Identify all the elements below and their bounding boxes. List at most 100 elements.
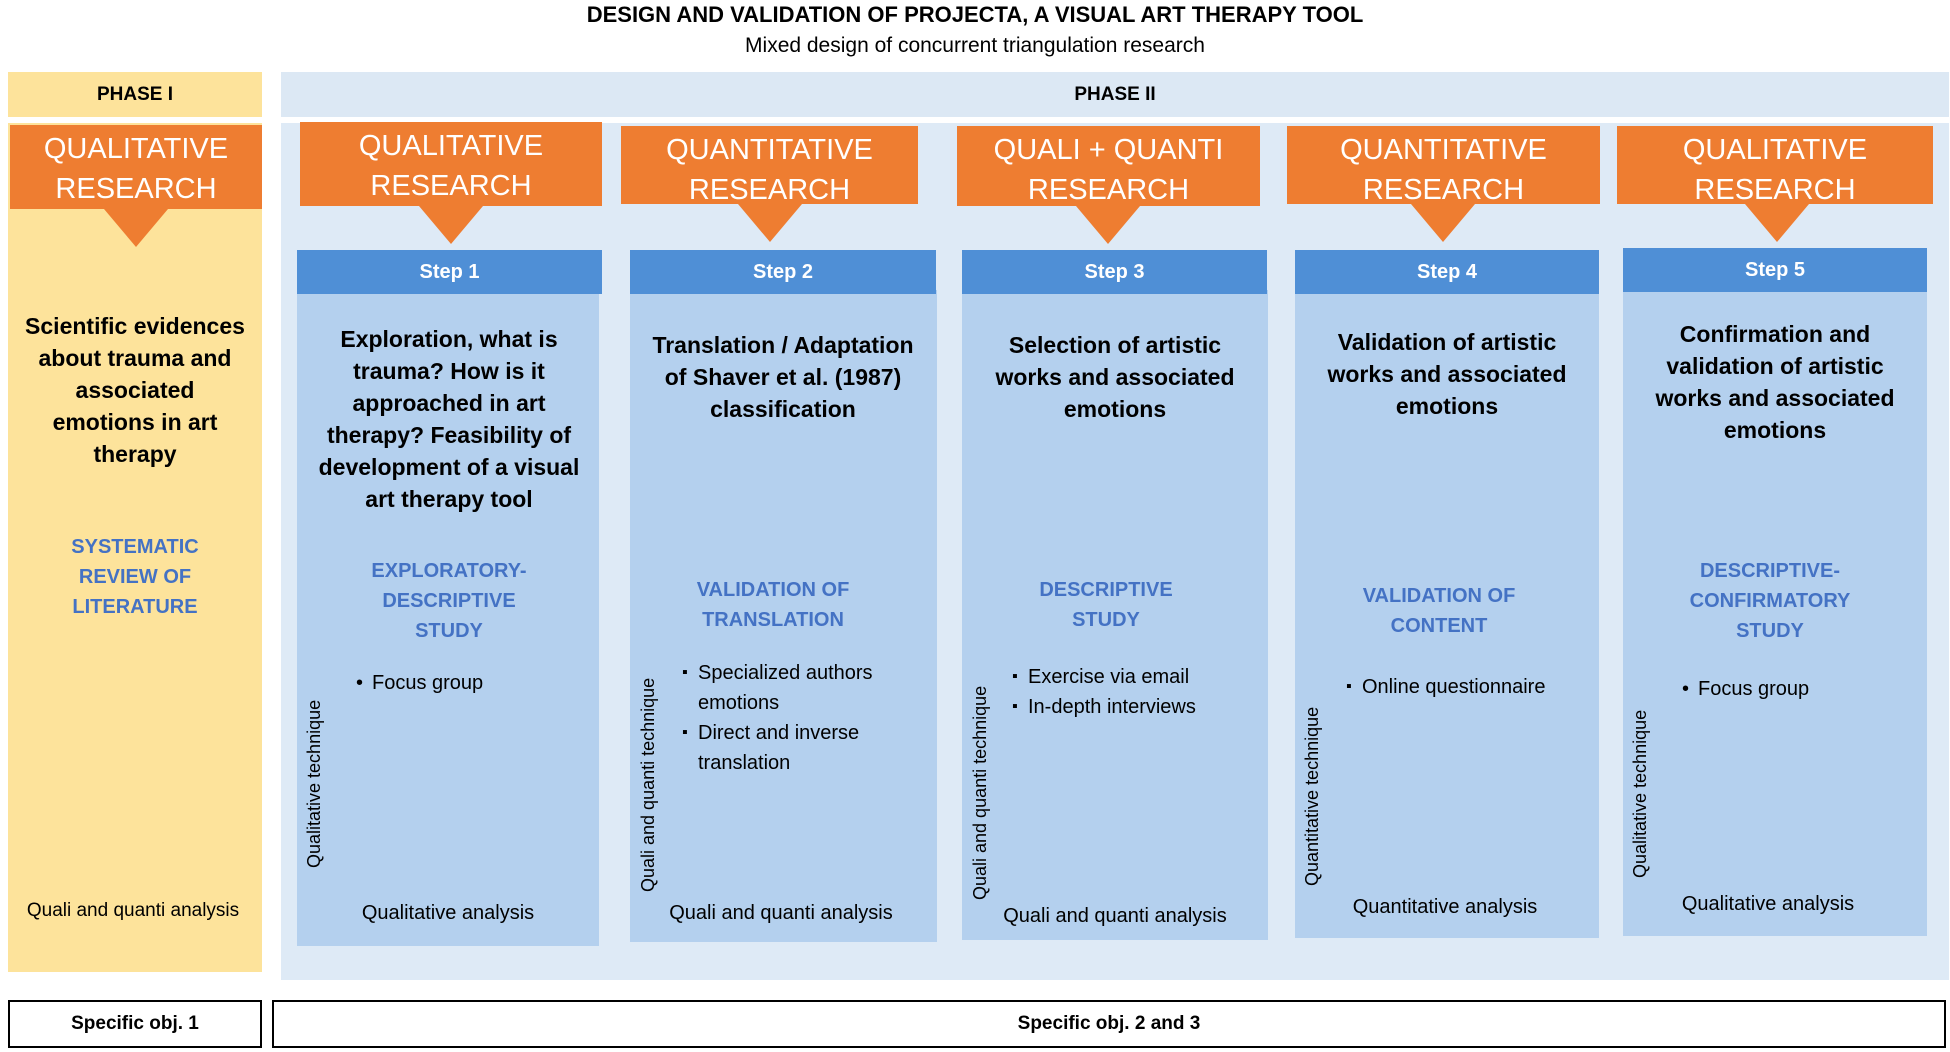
method-line: STUDY — [1072, 609, 1140, 631]
list-item: Direct and inverse translation — [682, 718, 922, 778]
method-line: REVIEW OF — [78, 566, 192, 588]
heading-line: associated — [75, 377, 195, 403]
research-line: RESEARCH — [1362, 174, 1525, 206]
heading-line: Validation of artistic — [1337, 329, 1557, 355]
heading-line: art therapy tool — [365, 486, 533, 512]
step5-analysis: Qualitative analysis — [1681, 893, 1855, 915]
phase1-heading: Scientific evidences about trauma and as… — [10, 310, 260, 470]
method-line: VALIDATION OF — [696, 579, 850, 601]
research-line: QUALITATIVE — [43, 133, 229, 165]
phase1-objective-box: Specific obj. 1 — [8, 1000, 262, 1048]
research-line: QUANTITATIVE — [1340, 134, 1547, 166]
research-line: QUALITATIVE — [358, 130, 544, 162]
phase2-divider — [281, 117, 1949, 123]
phase1-label: PHASE I — [96, 84, 174, 105]
list-item: Focus group — [1682, 674, 1912, 704]
step3-header: Step 3 — [962, 250, 1267, 294]
step4-bullet-list: Online questionnaire — [1346, 672, 1586, 702]
step3-heading: Selection of artistic works and associat… — [964, 329, 1266, 425]
heading-line: Confirmation and — [1679, 321, 1871, 347]
step2-bullet-list: Specialized authors emotions Direct and … — [682, 658, 922, 778]
heading-line: validation of artistic — [1666, 353, 1884, 379]
phase2-label: PHASE II — [281, 72, 1949, 117]
step4-method: VALIDATION OF CONTENT — [1297, 581, 1581, 641]
list-item: Focus group — [356, 668, 586, 698]
diagram-title: DESIGN AND VALIDATION OF PROJECTA, A VIS… — [586, 2, 1364, 27]
list-item: Specialized authors emotions — [682, 658, 922, 718]
step1-heading: Exploration, what is trauma? How is it a… — [300, 323, 598, 515]
method-line: STUDY — [415, 620, 483, 642]
step2-header: Step 2 — [630, 250, 936, 294]
down-arrow-icon — [1076, 206, 1140, 244]
diagram-subtitle: Mixed design of concurrent triangulation… — [745, 34, 1205, 57]
step5-heading: Confirmation and validation of artistic … — [1625, 318, 1925, 446]
step3-column — [962, 290, 1268, 940]
heading-line: works and associated — [1327, 361, 1567, 387]
step3-analysis: Quali and quanti analysis — [1003, 905, 1227, 927]
heading-line: approached in art — [352, 390, 546, 416]
research-line: RESEARCH — [55, 173, 217, 205]
step5-method: DESCRIPTIVE- CONFIRMATORY STUDY — [1625, 556, 1915, 646]
research-line: RESEARCH — [1694, 174, 1856, 206]
heading-line: of Shaver et al. (1987) — [664, 364, 902, 390]
list-item: In-depth interviews — [1012, 692, 1256, 722]
step1-technique-label: Qualitative technique — [304, 699, 324, 868]
heading-line: works and associated — [995, 364, 1235, 390]
step5-technique-label: Qualitative technique — [1630, 709, 1650, 878]
phase1-method: SYSTEMATIC REVIEW OF LITERATURE — [10, 532, 260, 622]
heading-line: Exploration, what is — [340, 326, 558, 352]
step3-bullet-list: Exercise via email In-depth interviews — [1012, 662, 1256, 722]
heading-line: emotions — [1723, 417, 1827, 443]
step5-research-box: QUALITATIVE RESEARCH — [1617, 126, 1933, 206]
method-line: CONFIRMATORY — [1689, 590, 1851, 612]
step5-header: Step 5 — [1623, 248, 1927, 292]
phase2-objective-box: Specific obj. 2 and 3 — [272, 1000, 1946, 1048]
step4-heading: Validation of artistic works and associa… — [1297, 326, 1597, 422]
step2-column — [630, 290, 937, 942]
step1-bullet-list: Focus group — [356, 668, 586, 698]
down-arrow-icon — [1745, 204, 1809, 242]
method-line: STUDY — [1736, 620, 1804, 642]
step4-column — [1295, 290, 1599, 938]
phase1-divider — [8, 117, 262, 123]
step2-analysis: Quali and quanti analysis — [669, 902, 893, 924]
method-line: DESCRIPTIVE — [382, 590, 516, 612]
method-line: CONTENT — [1390, 615, 1488, 637]
method-line: DESCRIPTIVE- — [1699, 560, 1841, 582]
step5-bullet-list: Focus group — [1682, 674, 1912, 704]
heading-line: Selection of artistic — [1008, 332, 1222, 358]
step3-research-box: QUALI + QUANTI RESEARCH — [957, 126, 1260, 206]
step1-header: Step 1 — [297, 250, 602, 294]
step1-method: EXPLORATORY- DESCRIPTIVE STUDY — [300, 556, 598, 646]
down-arrow-icon — [1411, 204, 1475, 242]
research-line: QUANTITATIVE — [666, 134, 873, 166]
step2-heading: Translation / Adaptation of Shaver et al… — [632, 329, 934, 425]
down-arrow-icon — [104, 209, 168, 247]
step1-column — [297, 290, 599, 946]
step4-analysis: Quantitative analysis — [1352, 896, 1538, 918]
phase1-research-box: QUALITATIVE RESEARCH — [10, 125, 262, 209]
step4-technique-label: Quantitative technique — [1302, 706, 1322, 886]
step1-research-box: QUALITATIVE RESEARCH — [300, 122, 602, 206]
phase1-analysis: Quali and quanti analysis — [26, 900, 240, 921]
heading-line: emotions — [1063, 396, 1167, 422]
step4-header: Step 4 — [1295, 250, 1599, 294]
heading-line: about trauma and — [38, 345, 232, 371]
heading-line: development of a visual — [318, 454, 580, 480]
method-line: SYSTEMATIC — [71, 536, 199, 558]
step3-technique-label: Quali and quanti technique — [970, 685, 990, 900]
step2-research-box: QUANTITATIVE RESEARCH — [621, 126, 918, 206]
step2-technique-label: Quali and quanti technique — [638, 677, 658, 892]
heading-line: emotions — [1395, 393, 1499, 419]
step3-method: DESCRIPTIVE STUDY — [964, 575, 1248, 635]
list-item: Exercise via email — [1012, 662, 1256, 692]
research-line: QUALITATIVE — [1682, 134, 1868, 166]
heading-line: Scientific evidences — [25, 313, 245, 339]
heading-line: trauma? How is it — [353, 358, 545, 384]
method-line: VALIDATION OF — [1362, 585, 1516, 607]
step2-method: VALIDATION OF TRANSLATION — [632, 575, 914, 635]
method-line: EXPLORATORY- — [371, 560, 527, 582]
heading-line: Translation / Adaptation — [652, 332, 914, 358]
step5-column — [1623, 290, 1927, 936]
heading-line: therapy? Feasibility of — [326, 422, 572, 448]
